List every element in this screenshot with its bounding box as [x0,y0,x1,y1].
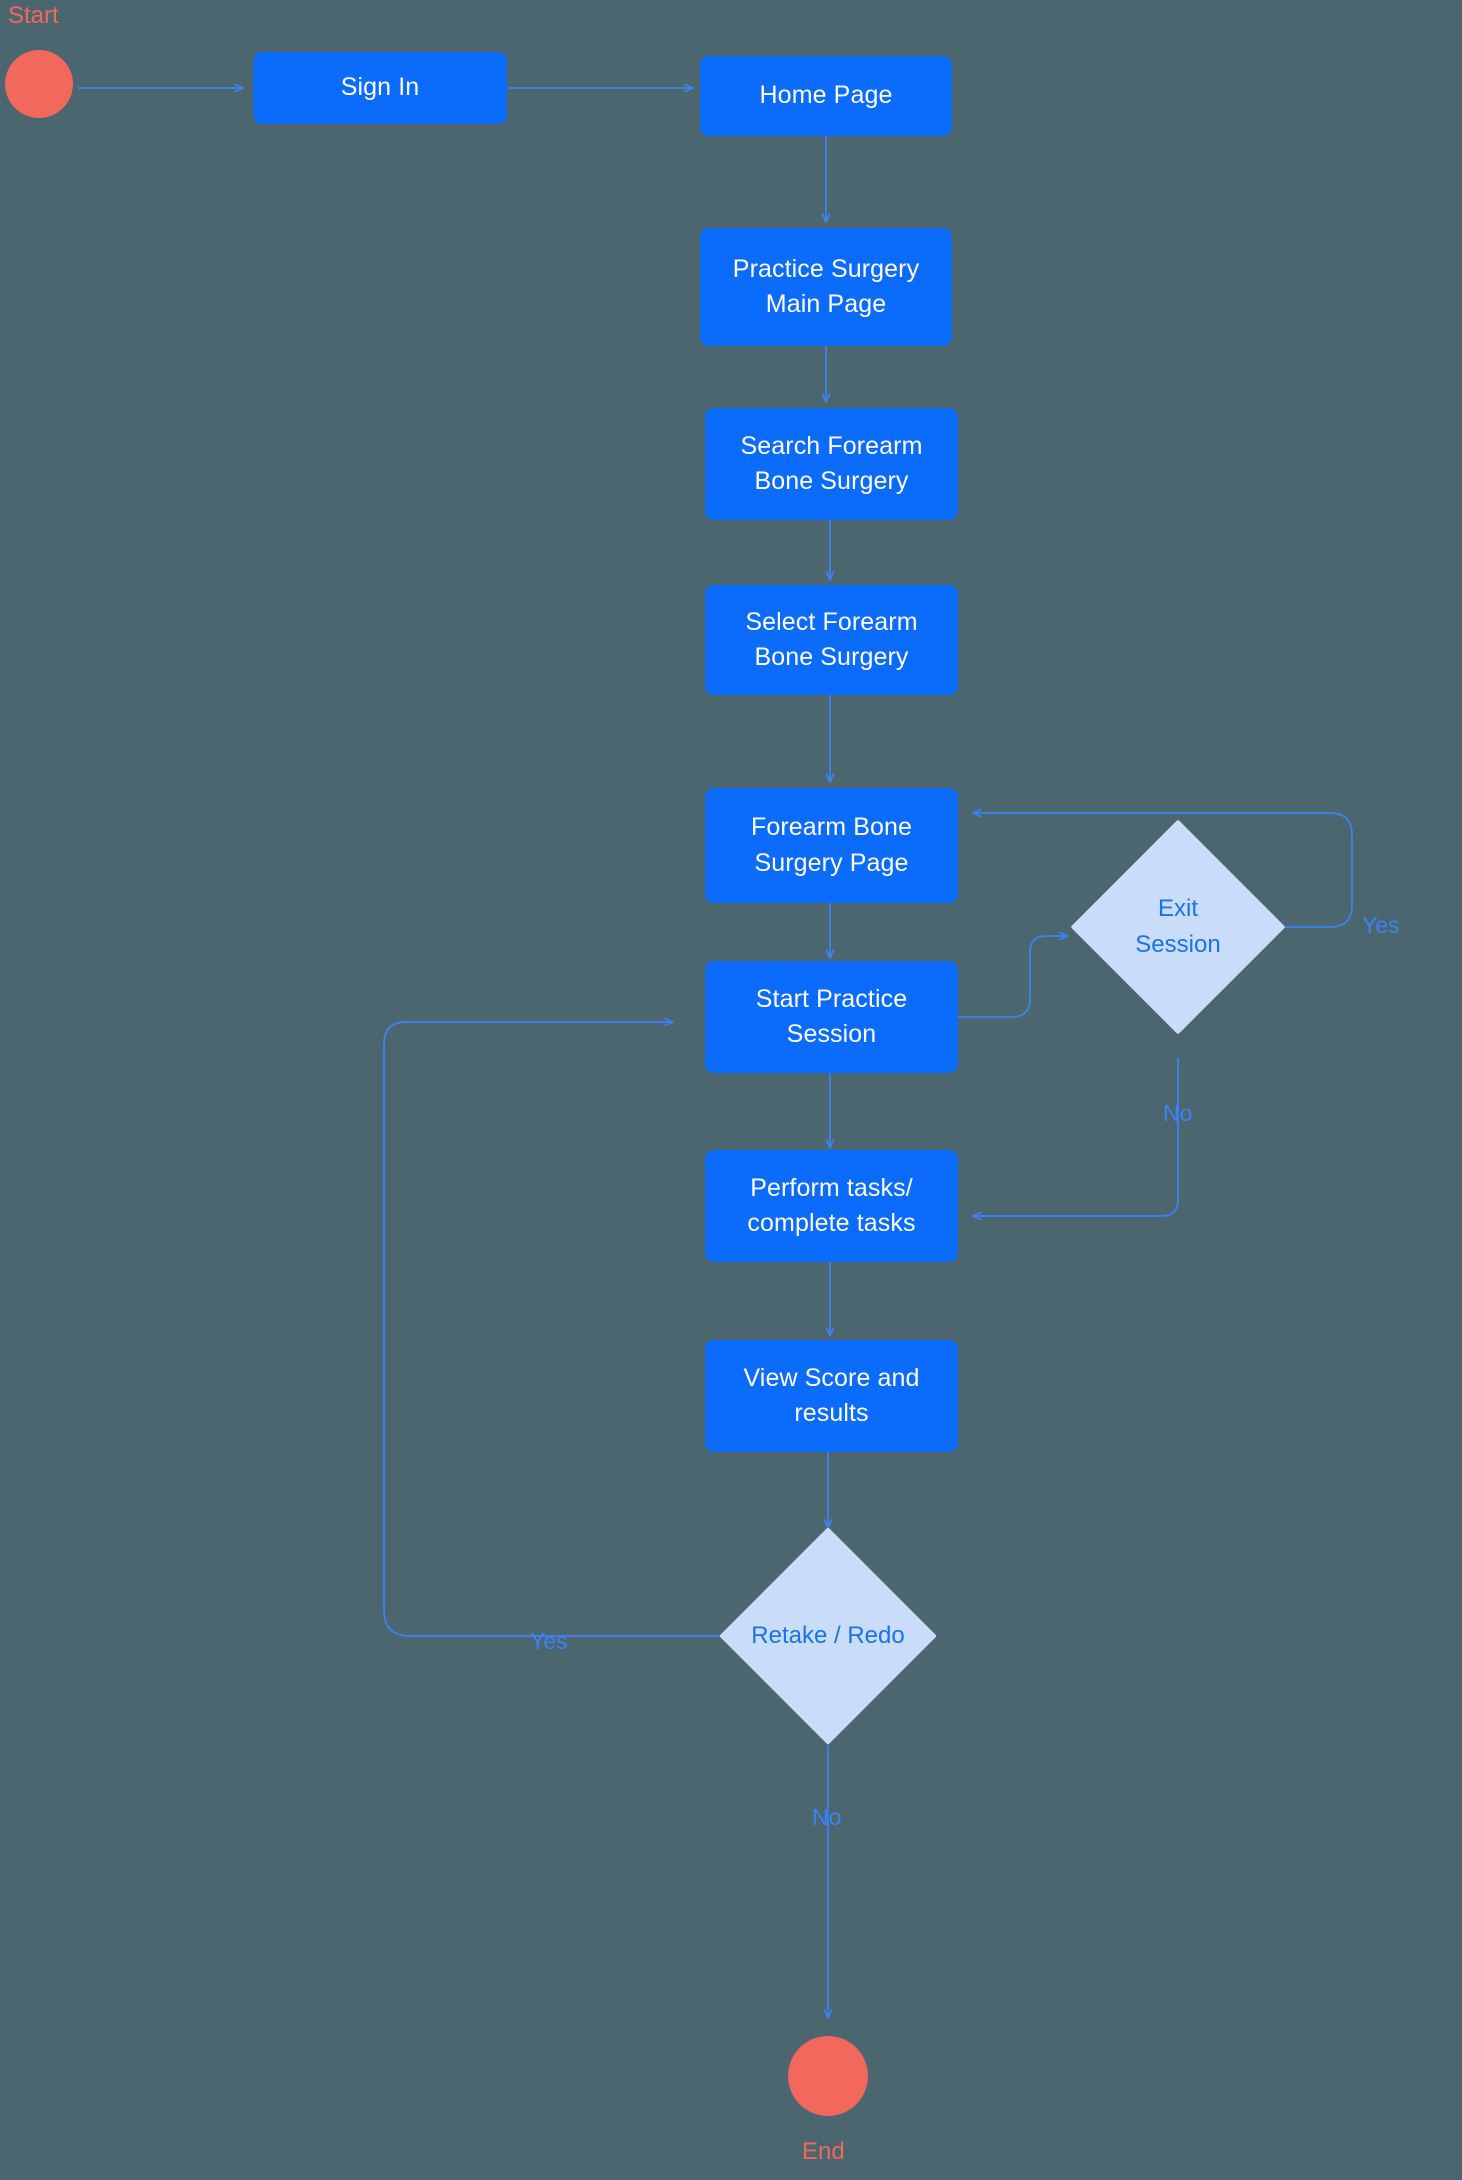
end-node[interactable] [788,2036,868,2116]
node-select-forearm-bone-surgery[interactable]: Select Forearm Bone Surgery [705,585,958,695]
exit-session-line2: Session [1135,931,1221,958]
node-sign-in-line1: Sign In [340,73,420,102]
node-select-surgery-line2: Bone Surgery [754,643,909,671]
node-search-forearm-bone-surgery[interactable]: Search Forearm Bone Surgery [705,408,958,520]
node-practice-main-line1: Practice Surgery [732,254,920,283]
node-start-session-line1: Start Practice [755,984,908,1013]
node-retake-redo[interactable]: Retake / Redo [719,1527,937,1745]
edge-label-exit-session-yes: Yes [1362,912,1400,938]
node-exit-session[interactable]: Exit Session [1070,819,1286,1035]
node-surgery-page-line1: Forearm Bone [751,813,912,841]
node-view-score-line1: View Score and [743,1363,920,1392]
edge-exit-session-no-to-perform-tasks [972,1058,1179,1221]
node-search-surgery-line2: Bone Surgery [754,467,909,495]
edge-start-session-to-exit-session [957,931,1069,1018]
edge-label-retake-no: No [812,1804,842,1830]
edge-label-retake-yes: Yes [530,1628,568,1654]
retake-redo-label: Retake / Redo [751,1559,905,1713]
node-perform-tasks[interactable]: Perform tasks/ complete tasks [705,1150,958,1262]
node-practice-main-line2: Main Page [765,290,887,318]
start-caption: Start [8,2,59,29]
edge-label-exit-session-no: No [1163,1100,1193,1126]
retake-redo-line1: Retake / Redo [751,1622,905,1649]
node-select-surgery-line1: Select Forearm [745,607,918,636]
node-view-score-line2: results [794,1399,869,1427]
node-perform-tasks-line1: Perform tasks/ [750,1173,913,1202]
node-home-page[interactable]: Home Page [700,56,952,136]
node-start-session-line2: Session [786,1020,877,1048]
node-sign-in[interactable]: Sign In [253,52,507,124]
node-search-surgery-line1: Search Forearm [740,431,923,460]
node-start-practice-session[interactable]: Start Practice Session [705,961,958,1073]
start-node[interactable] [5,50,73,118]
exit-session-line1: Exit [1157,895,1198,922]
node-perform-tasks-line2: complete tasks [747,1209,916,1237]
end-caption: End [802,2138,845,2165]
node-forearm-bone-surgery-page[interactable]: Forearm Bone Surgery Page [705,788,958,903]
node-home-page-line1: Home Page [759,81,893,110]
node-surgery-page-line2: Surgery Page [754,848,909,877]
node-practice-surgery-main-page[interactable]: Practice Surgery Main Page [700,228,952,346]
edge-retake-yes-to-start-session [383,1017,730,1637]
node-view-score-and-results[interactable]: View Score and results [705,1340,958,1452]
exit-session-label: Exit Session [1102,851,1254,1003]
